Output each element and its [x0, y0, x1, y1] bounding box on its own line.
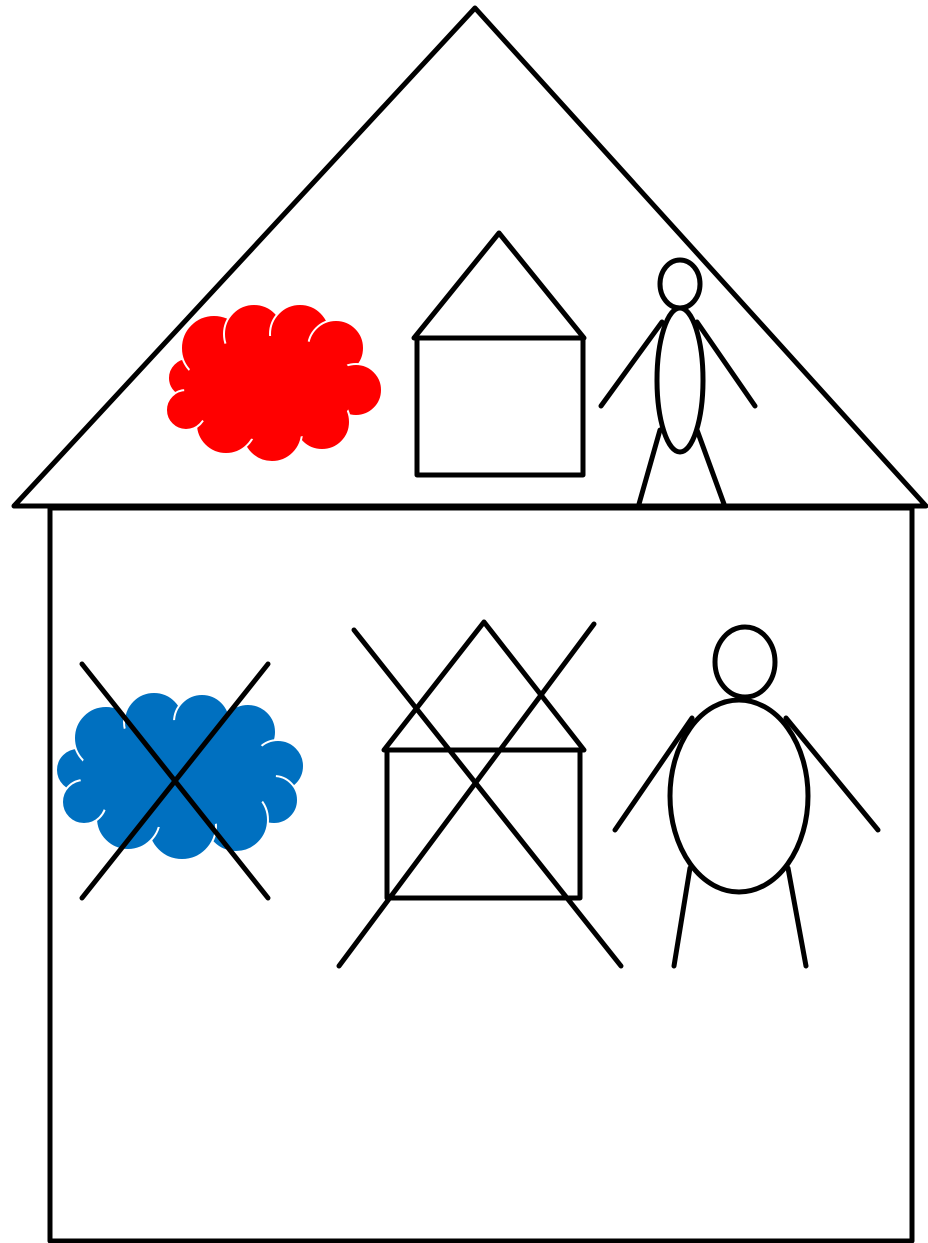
upper-figure-left-leg [636, 427, 663, 507]
lower-house-icon [381, 619, 587, 901]
upper-figure-left-arm [598, 319, 665, 409]
upper-house-icon [411, 230, 587, 478]
lower-figure-torso [667, 697, 811, 895]
upper-stick-figure-icon [598, 257, 758, 507]
lower-figure-left-leg [671, 865, 693, 969]
house-body-rectangle [47, 505, 915, 1243]
lower-figure-head [712, 624, 778, 700]
upper-figure-torso [654, 305, 706, 455]
upper-house-wall [414, 335, 586, 478]
lower-house-cross-mark-icon [336, 621, 624, 969]
upper-figure-right-leg [694, 427, 727, 507]
upper-cloud-icon [165, 303, 383, 463]
lower-house-wall [384, 747, 583, 901]
upper-figure-right-arm [694, 319, 758, 409]
lower-figure-right-leg [785, 865, 809, 969]
lower-cloud-cross-mark-icon [79, 661, 271, 901]
lower-figure-right-arm [783, 715, 881, 833]
lower-figure-left-arm [612, 715, 695, 833]
lower-cloud-icon [55, 691, 305, 861]
lower-stick-figure-icon [612, 624, 881, 969]
